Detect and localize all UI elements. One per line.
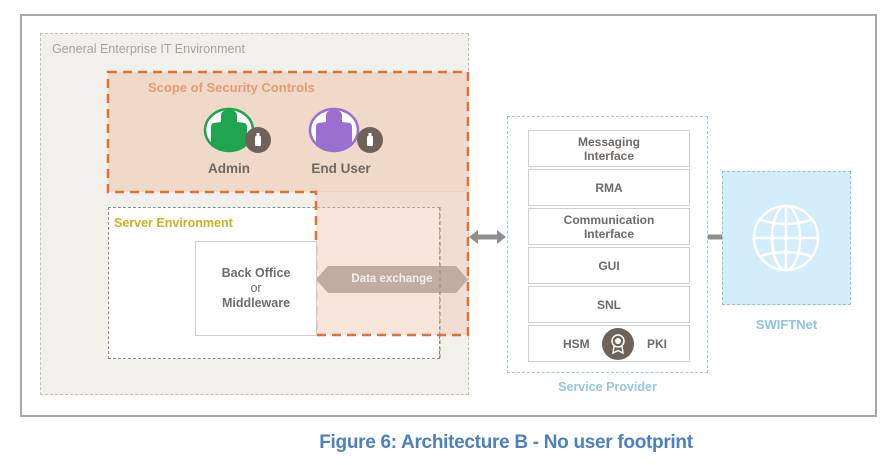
- back-office-line1: Back Office: [221, 266, 291, 280]
- admin-user-icon: [203, 107, 271, 153]
- stack-layer-label: GUI: [598, 258, 620, 273]
- admin-user-label: Admin: [208, 161, 250, 176]
- stack-layer-label: Communication: [563, 212, 655, 227]
- swiftnet-label: SWIFTNet: [755, 317, 818, 332]
- security-scope-region-lower: [316, 191, 469, 335]
- hsm-label: HSM: [563, 336, 590, 351]
- enterprise-environment-label: General Enterprise IT Environment: [52, 42, 245, 56]
- back-office-line2: or: [250, 281, 262, 295]
- figure-caption: Figure 6: Architecture B - No user footp…: [319, 432, 693, 453]
- stack-layer-label: SNL: [597, 297, 621, 312]
- pki-label: PKI: [646, 336, 667, 351]
- back-office-box: Back Office or Middleware: [195, 241, 317, 336]
- stack-layer-label: Interface: [583, 148, 634, 163]
- end-user-icon: [308, 107, 383, 153]
- stack-layer-label: Interface: [583, 226, 634, 241]
- stack-layer-snl: SNL: [528, 286, 690, 323]
- stack-layer-gui: GUI: [528, 247, 690, 284]
- data-exchange-label: Data exchange: [351, 273, 433, 285]
- stack-layer-label: Messaging: [577, 134, 640, 149]
- server-environment-label: Server Environment: [114, 216, 233, 230]
- swiftnet-region: [722, 171, 851, 305]
- end-user: End User: [300, 106, 383, 176]
- admin-user: Admin: [195, 106, 275, 176]
- back-office-line3: Middleware: [221, 296, 291, 310]
- globe-icon: [752, 204, 820, 272]
- certificate-badge-icon: [602, 327, 635, 360]
- stack-layer-hsm-pki: HSM PKI: [528, 325, 690, 362]
- end-user-label: End User: [311, 161, 371, 176]
- stack-layer-label: RMA: [595, 180, 623, 195]
- service-provider-label: Service Provider: [558, 380, 657, 394]
- stack-layer-rma: RMA: [528, 169, 690, 206]
- security-scope-label: Scope of Security Controls: [148, 80, 315, 95]
